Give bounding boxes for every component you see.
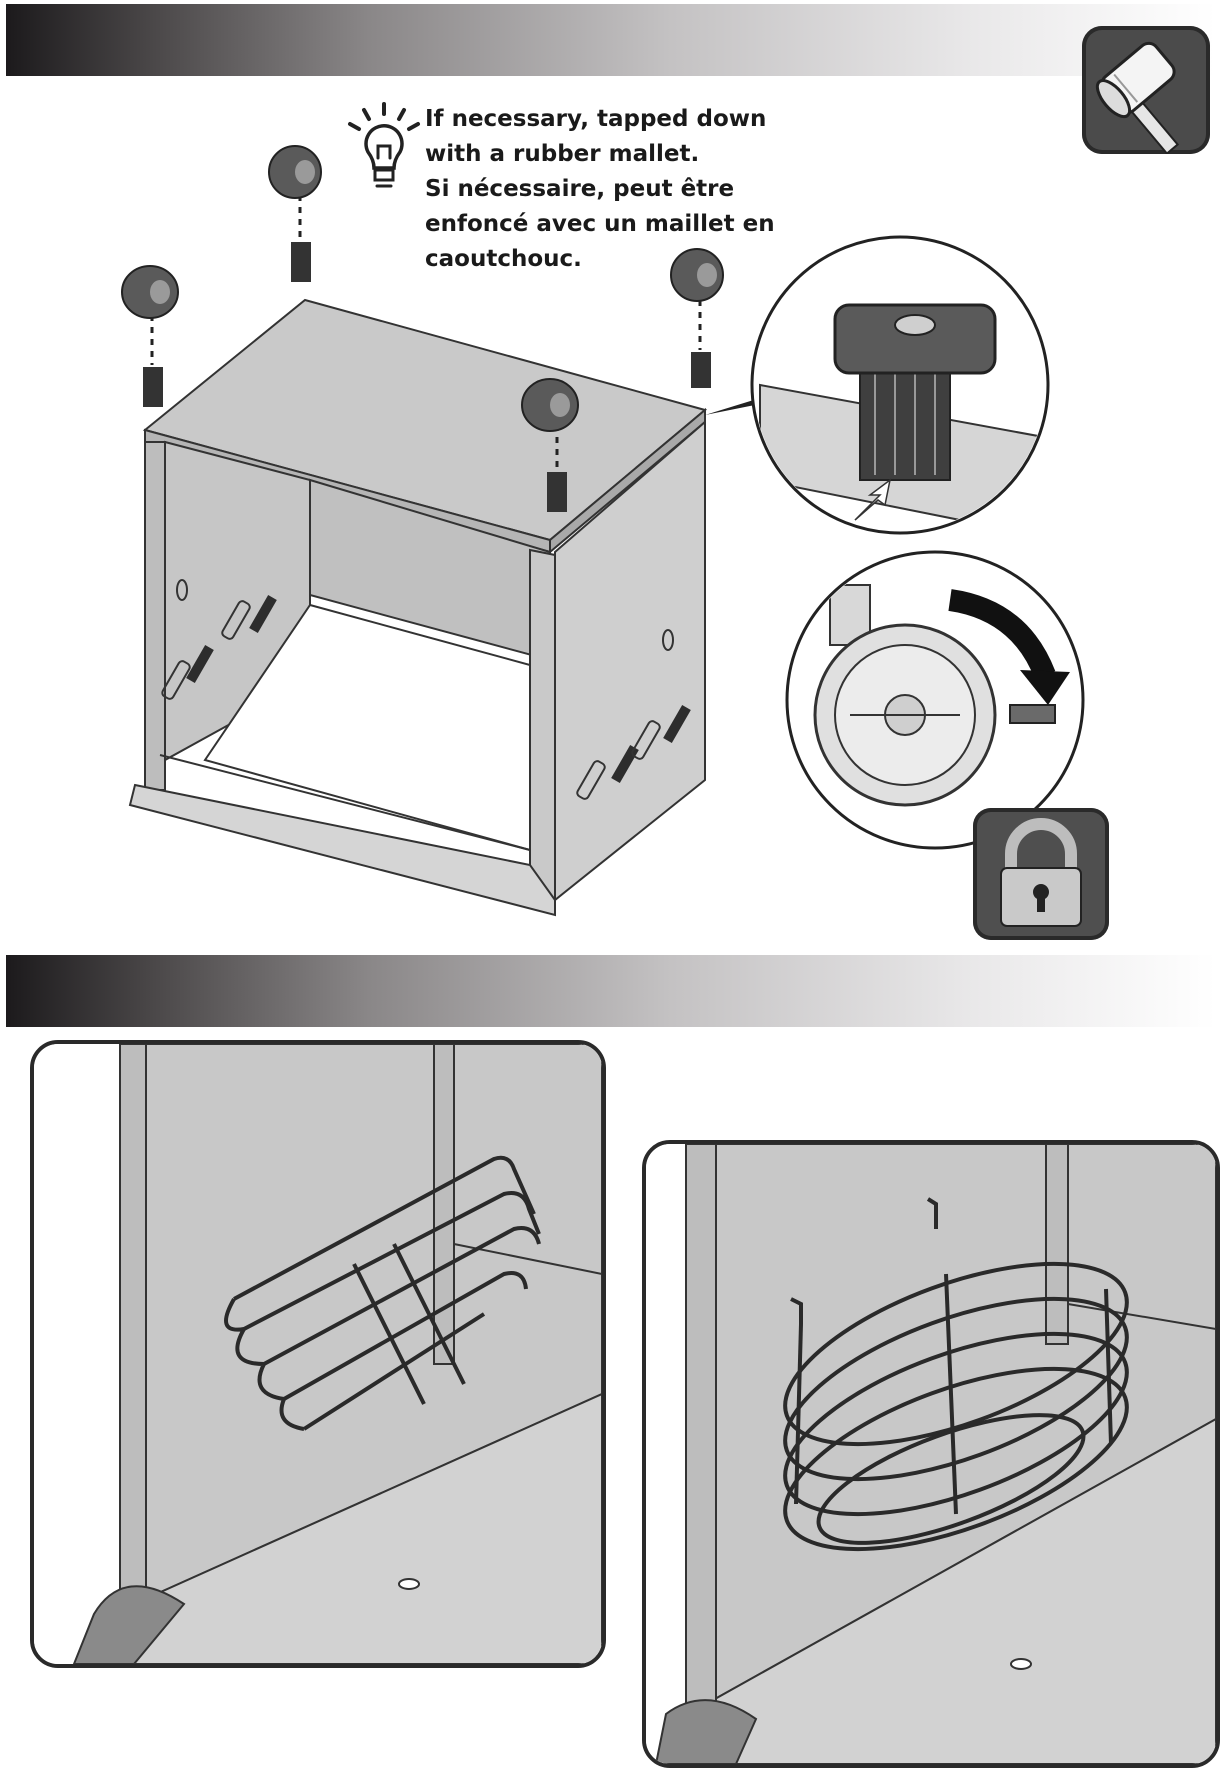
mallet-tip: If necessary, tapped down with a rubber … bbox=[425, 102, 785, 277]
basket-insert-panel bbox=[30, 1040, 606, 1668]
step-banner-top bbox=[6, 4, 1216, 76]
tip-line: with a rubber mallet. bbox=[425, 141, 700, 167]
tool-badge bbox=[1082, 26, 1210, 155]
tip-line: Si nécessaire, peut être bbox=[425, 176, 735, 202]
rubber-mallet-icon bbox=[1095, 41, 1180, 155]
tip-line: If necessary, tapped down bbox=[425, 106, 767, 132]
padlock-icon bbox=[1000, 818, 1082, 927]
cart-assembly-illustration bbox=[121, 145, 1085, 917]
basket-installed-panel bbox=[642, 1140, 1220, 1768]
tip-line: caoutchouc. bbox=[425, 246, 582, 272]
lightbulb-icon bbox=[348, 102, 420, 188]
tip-line: enfoncé avec un maillet en bbox=[425, 211, 775, 237]
basket-hanging-illustration bbox=[646, 1144, 1216, 1764]
basket-tilted-illustration bbox=[34, 1044, 602, 1664]
lock-badge bbox=[973, 808, 1109, 940]
step-banner-bottom bbox=[6, 955, 1216, 1027]
